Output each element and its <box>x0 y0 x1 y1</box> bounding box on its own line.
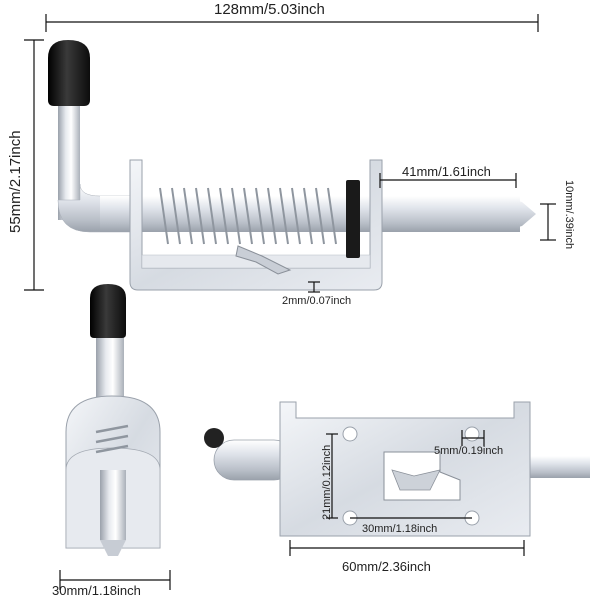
end-view-cap <box>90 284 126 338</box>
dim-pin-travel <box>379 173 517 188</box>
dim-bracket-width <box>59 570 171 590</box>
handle-cap <box>48 40 90 106</box>
dim-overall-length <box>45 14 539 32</box>
base-view <box>204 401 590 537</box>
label-overall-length: 128mm/5.03inch <box>214 1 325 18</box>
mount-hole <box>342 426 358 442</box>
label-pin-diameter: 10mm/.39inch <box>563 180 575 250</box>
spring <box>159 187 337 245</box>
dim-plate-thickness <box>308 281 320 293</box>
label-hole-spacing-horizontal: 30mm/1.18inch <box>362 523 438 535</box>
dim-hole-diameter <box>461 430 485 446</box>
handle-rod-vertical <box>58 100 80 220</box>
dim-base-length <box>289 540 525 556</box>
base-view-pin-right <box>520 456 590 478</box>
label-hole-diameter: 5mm/0.19inch <box>434 445 504 457</box>
label-pin-travel: 41mm/1.61inch <box>402 164 491 179</box>
latch-tab <box>235 245 292 275</box>
dim-hole-spacing-vertical <box>326 433 338 519</box>
label-overall-height: 55mm/2.17inch <box>7 130 24 233</box>
dim-pin-diameter <box>540 203 556 241</box>
label-bracket-width: 30mm/1.18inch <box>52 583 141 598</box>
side-view <box>48 40 536 291</box>
label-plate-thickness: 2mm/0.07inch <box>282 295 352 307</box>
end-view-pin <box>100 470 126 540</box>
mount-hole <box>464 426 480 442</box>
dim-overall-height <box>24 39 44 291</box>
label-base-length: 60mm/2.36inch <box>342 559 431 574</box>
label-hole-spacing-vertical: 21mm/0.12inch <box>321 444 333 520</box>
stop-block <box>346 180 360 258</box>
pin-tip <box>500 196 536 232</box>
bracket-body <box>129 159 383 291</box>
end-view <box>65 284 161 556</box>
